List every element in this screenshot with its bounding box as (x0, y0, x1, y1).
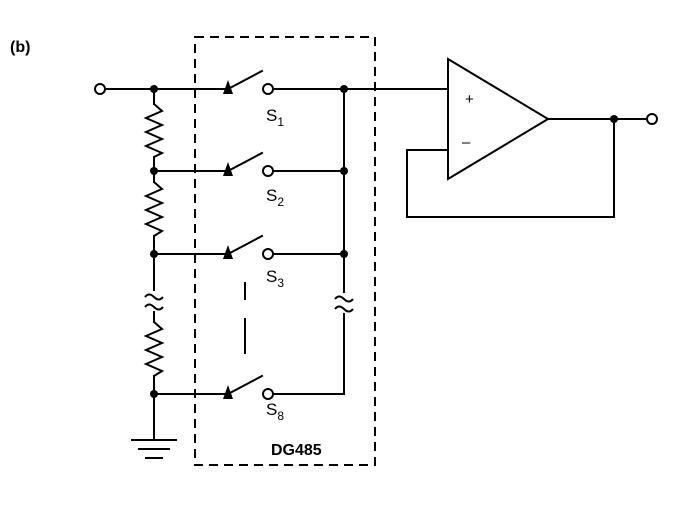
switch-label-s2: S2 (266, 186, 284, 209)
switch-blade-s2 (226, 151, 264, 173)
resistor-3 (143, 321, 165, 377)
junction-dot (340, 167, 348, 175)
junction-dot (150, 250, 158, 258)
switch-blade-s3 (226, 234, 264, 256)
junction-dot (610, 115, 618, 123)
resistor-1 (143, 103, 165, 158)
switch-pivot-icon (223, 80, 233, 94)
resistor-2 (143, 181, 165, 237)
switch-contact-s2 (262, 165, 274, 177)
output-terminal (646, 113, 658, 125)
junction-dot (150, 390, 158, 398)
switch-label-s8: S8 (266, 400, 284, 423)
chip-label: DG485 (271, 442, 322, 459)
break-symbol-left (144, 303, 164, 311)
switch-blade-s8 (226, 374, 264, 396)
break-symbol-right (334, 295, 354, 303)
chip-outline (194, 36, 376, 466)
input-terminal (94, 83, 106, 95)
switch-contact-s8 (262, 388, 274, 400)
opamp-triangle (447, 57, 550, 181)
switch-label-s3: S3 (266, 267, 284, 290)
switch-contact-s1 (262, 83, 274, 95)
feedback-wire (406, 118, 615, 218)
junction-dot (150, 85, 158, 93)
switch-contact-s3 (262, 248, 274, 260)
switch-label-s1: S1 (266, 106, 284, 129)
opamp-minus-sign: – (462, 134, 471, 151)
junction-dot (150, 167, 158, 175)
break-symbol-right (334, 305, 354, 313)
switch-pivot-icon (223, 162, 233, 176)
switch-pivot-icon (223, 385, 233, 399)
junction-dot (340, 250, 348, 258)
break-symbol-left (144, 293, 164, 301)
switch-blade-s1 (226, 69, 264, 91)
panel-label: (b) (10, 39, 30, 56)
opamp-plus-sign: + (465, 91, 474, 108)
switch-pivot-icon (223, 245, 233, 259)
